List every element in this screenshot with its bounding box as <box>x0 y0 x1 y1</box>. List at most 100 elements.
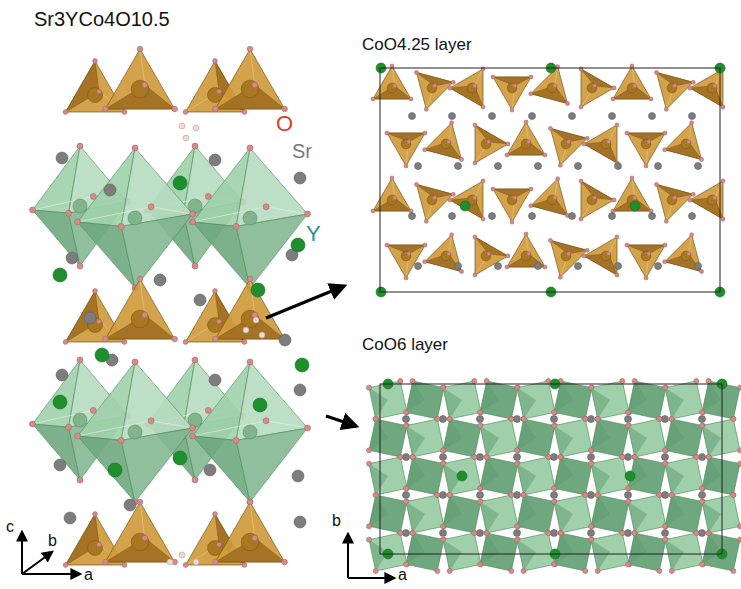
atom <box>662 447 668 453</box>
atom <box>699 499 705 505</box>
atom <box>625 561 631 567</box>
atom <box>630 176 634 180</box>
atom <box>434 492 440 498</box>
atom <box>484 530 490 536</box>
atom <box>695 263 702 270</box>
atom <box>213 336 219 342</box>
atom <box>204 464 216 476</box>
coo6-octahedron <box>440 492 484 536</box>
atom <box>587 195 597 205</box>
atom <box>390 64 394 68</box>
atom <box>294 384 306 396</box>
coo6-octahedron <box>366 378 410 422</box>
atom <box>699 454 706 461</box>
atom <box>595 568 601 574</box>
coo6-octahedron <box>625 416 669 460</box>
coo4-tetrahedron <box>611 176 653 213</box>
atom <box>625 499 631 505</box>
atom <box>656 568 662 574</box>
atom <box>54 459 66 471</box>
coo6-octahedron <box>75 145 196 291</box>
atom <box>588 492 595 499</box>
atom <box>487 252 491 256</box>
atom <box>669 492 675 498</box>
atom <box>481 139 491 149</box>
atom <box>700 158 704 162</box>
atom <box>667 83 677 93</box>
coo4-tetrahedron <box>611 64 653 101</box>
atom <box>259 332 265 338</box>
atom <box>632 454 638 460</box>
atom <box>713 84 717 88</box>
coo6-octahedron <box>551 492 595 536</box>
coo4-tetrahedron <box>579 67 616 109</box>
atom <box>654 182 658 186</box>
atom <box>427 83 437 93</box>
atom <box>217 542 222 547</box>
atom <box>681 251 691 261</box>
atom <box>252 82 258 88</box>
atom <box>366 461 372 467</box>
atom <box>625 423 631 429</box>
atom <box>433 84 437 88</box>
atom <box>625 131 629 135</box>
unit-cell <box>380 68 720 292</box>
atom <box>588 385 594 391</box>
atom <box>699 561 705 567</box>
atom <box>305 211 311 217</box>
atom <box>495 163 502 170</box>
atom <box>84 312 96 324</box>
atom <box>649 97 653 101</box>
coo6-octahedron <box>588 492 632 536</box>
atom <box>213 512 218 517</box>
atom <box>477 485 483 491</box>
coo6-octahedron <box>699 530 741 574</box>
coo4-tetrahedron <box>654 182 695 223</box>
atom <box>508 568 514 574</box>
atom <box>450 121 454 125</box>
atom <box>506 142 510 146</box>
coo6-octahedron <box>514 416 558 460</box>
atom <box>451 80 455 84</box>
atom <box>551 454 558 461</box>
atom <box>588 461 594 467</box>
atom <box>561 251 571 261</box>
atom <box>404 164 408 168</box>
coo6-octahedron <box>625 530 669 574</box>
atom <box>514 416 521 423</box>
atom <box>689 113 696 120</box>
atom <box>241 310 259 328</box>
atom <box>649 113 656 120</box>
atom <box>601 251 611 261</box>
atom <box>721 217 725 221</box>
atom <box>627 83 637 93</box>
atom <box>654 70 658 74</box>
pointer-arrow <box>266 286 344 318</box>
atom <box>66 424 72 430</box>
atom <box>75 433 81 439</box>
atom <box>669 568 675 574</box>
coo6-octahedron <box>514 454 558 498</box>
atom <box>575 263 582 270</box>
atom <box>506 254 510 258</box>
atom <box>689 213 696 220</box>
atom-label: Sr <box>292 140 312 162</box>
atom <box>460 270 464 274</box>
atom <box>673 84 677 88</box>
axis-label: c <box>6 518 14 536</box>
coo6-octahedron <box>699 454 741 498</box>
atom <box>514 461 520 467</box>
atom <box>593 196 597 200</box>
atom <box>242 110 247 115</box>
atom <box>447 140 451 144</box>
coo6-octahedron <box>551 416 595 460</box>
atom <box>721 105 725 109</box>
atom <box>612 86 616 90</box>
atom <box>455 263 462 270</box>
atom <box>699 409 705 415</box>
atom <box>142 535 148 541</box>
atom <box>647 140 651 144</box>
atom <box>183 340 188 345</box>
atom <box>579 105 583 109</box>
panel-title: CoO4.25 layer <box>362 36 472 55</box>
